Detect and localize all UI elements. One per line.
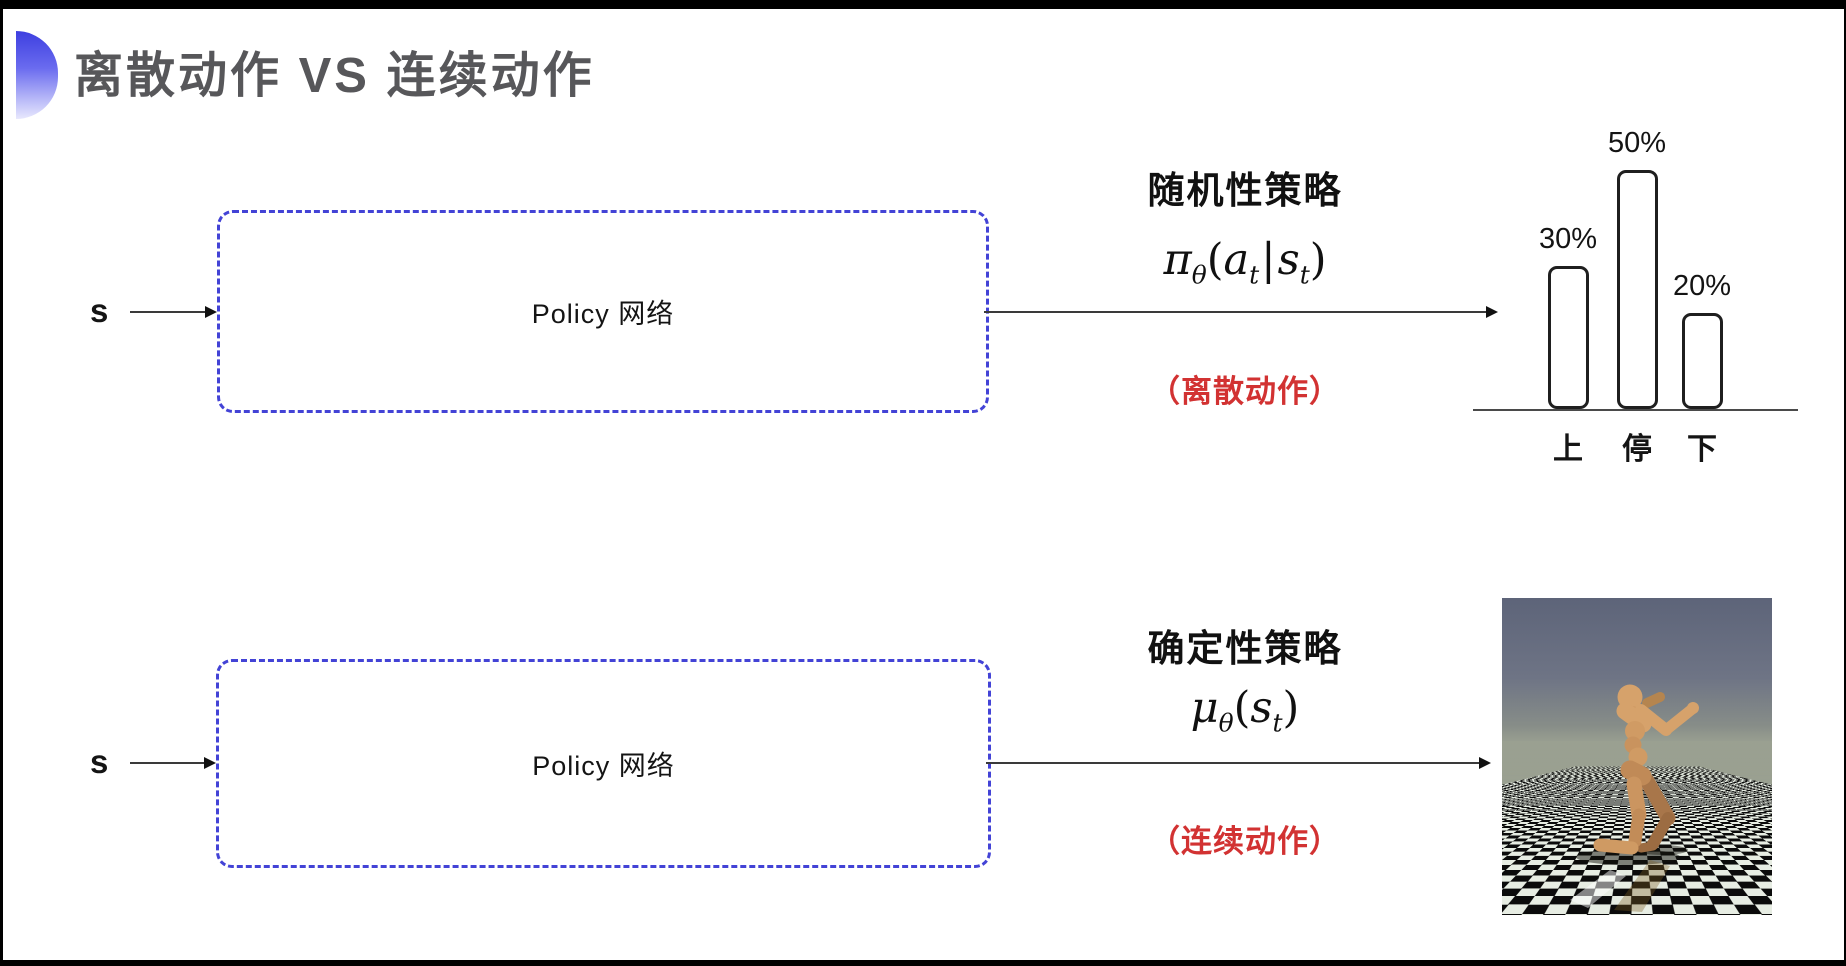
discrete-action-note: （离散动作） [1149,374,1341,409]
formula-lparen: ( [1233,683,1251,733]
formula-rparen: ) [1282,683,1300,733]
deterministic-policy-formula: μθ(st) [1085,683,1405,738]
slide-title: 离散动作 VS 连续动作 [74,49,595,103]
action-probability-chart: 30% 50% 20% [1473,118,1798,411]
video-frame-edge [0,0,1846,9]
probability-bar [1682,313,1723,409]
policy-network-box: Policy 网络 [217,210,989,413]
formula-arg2-sub: t [1299,260,1310,290]
formula-rparen: ) [1309,235,1327,285]
policy-network-label: Policy 网络 [532,751,675,781]
bar-value-label: 20% [1672,270,1732,302]
continuous-action-note: （连续动作） [1149,824,1341,859]
bar-value-label: 50% [1607,127,1667,159]
formula-arg1: s [1250,683,1273,733]
arrow-state-to-policy [130,757,216,769]
policy-type-title: 确定性策略 [1147,628,1343,669]
state-input-label: s [90,292,109,329]
state-input-label: s [90,743,109,780]
formula-symbol: μ [1190,683,1219,733]
action-category-label: 上 [1553,433,1583,466]
formula-arg1: a [1223,235,1250,285]
stochastic-policy-formula: πθ(at|st) [1085,235,1405,290]
humanoid-simulation-image [1502,598,1772,915]
formula-symbol: π [1163,235,1192,285]
action-category-labels: 上停下 [1473,420,1798,466]
policy-network-label: Policy 网络 [531,299,675,329]
arrow-state-to-policy [130,306,217,318]
arrow-policy-to-output [986,757,1491,769]
humanoid-robot-figure [1570,684,1699,912]
formula-pipe: | [1261,235,1276,285]
probability-bar [1617,170,1658,409]
video-frame-edge [0,0,3,966]
policy-network-box: Policy 网络 [216,659,991,868]
video-frame-edge [0,960,1846,966]
title-accent-halfcircle [16,31,58,119]
action-category-label: 停 [1622,433,1652,466]
formula-symbol-sub: θ [1191,260,1207,290]
policy-type-title: 随机性策略 [1147,170,1343,211]
formula-symbol-sub: θ [1218,708,1234,738]
formula-arg1-sub: t [1272,708,1283,738]
arrow-policy-to-output [984,306,1498,318]
formula-arg2: s [1277,235,1300,285]
probability-bar [1548,266,1589,409]
formula-lparen: ( [1206,235,1224,285]
formula-arg1-sub: t [1249,260,1260,290]
bar-value-label: 30% [1538,223,1598,255]
action-category-label: 下 [1687,433,1717,466]
video-frame-edge [1844,0,1846,966]
